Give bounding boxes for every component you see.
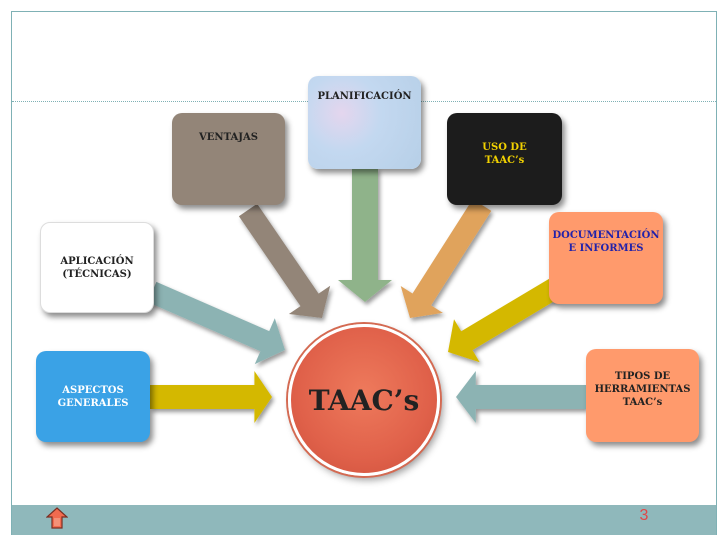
node-label: TIPOS DE HERRAMIENTAS TAAC’s: [594, 371, 691, 408]
node-label: VENTAJAS: [199, 131, 258, 143]
arrow-ventajas: [238, 203, 331, 318]
arrow-tipos: [456, 371, 586, 423]
arrow-aplicacion: [147, 281, 285, 365]
node-label: DOCUMENTACIÓN E INFORMES: [552, 230, 660, 254]
node-planificacion: PLANIFICACIÓN: [308, 76, 421, 169]
node-tipos-de-herramientas: TIPOS DE HERRAMIENTAS TAAC’s: [586, 349, 699, 442]
node-documentacion-e-informes: DOCUMENTACIÓN E INFORMES: [549, 212, 663, 304]
arrow-uso: [400, 199, 492, 318]
node-uso-de-taacs: USO DE TAAC’s: [447, 113, 562, 205]
node-label: PLANIFICACIÓN: [317, 91, 412, 102]
node-aplicacion-tecnicas: APLICACIÓN (TÉCNICAS): [40, 222, 154, 313]
node-aspectos-generales: ASPECTOS GENERALES: [36, 351, 150, 442]
page-number: 3: [639, 507, 649, 524]
node-ventajas: VENTAJAS: [172, 113, 285, 205]
node-label: ASPECTOS GENERALES: [57, 384, 129, 409]
node-label: APLICACIÓN (TÉCNICAS): [60, 255, 134, 280]
footer-bar: [12, 505, 716, 535]
arrow-planificacion: [338, 168, 392, 302]
up-arrow-icon[interactable]: [46, 507, 68, 529]
center-hub: TAAC’s: [288, 324, 440, 476]
node-label: USO DE TAAC’s: [482, 142, 527, 166]
arrow-aspectos: [150, 371, 272, 423]
arrow-documentacion: [448, 275, 566, 363]
center-label: TAAC’s: [308, 383, 420, 417]
